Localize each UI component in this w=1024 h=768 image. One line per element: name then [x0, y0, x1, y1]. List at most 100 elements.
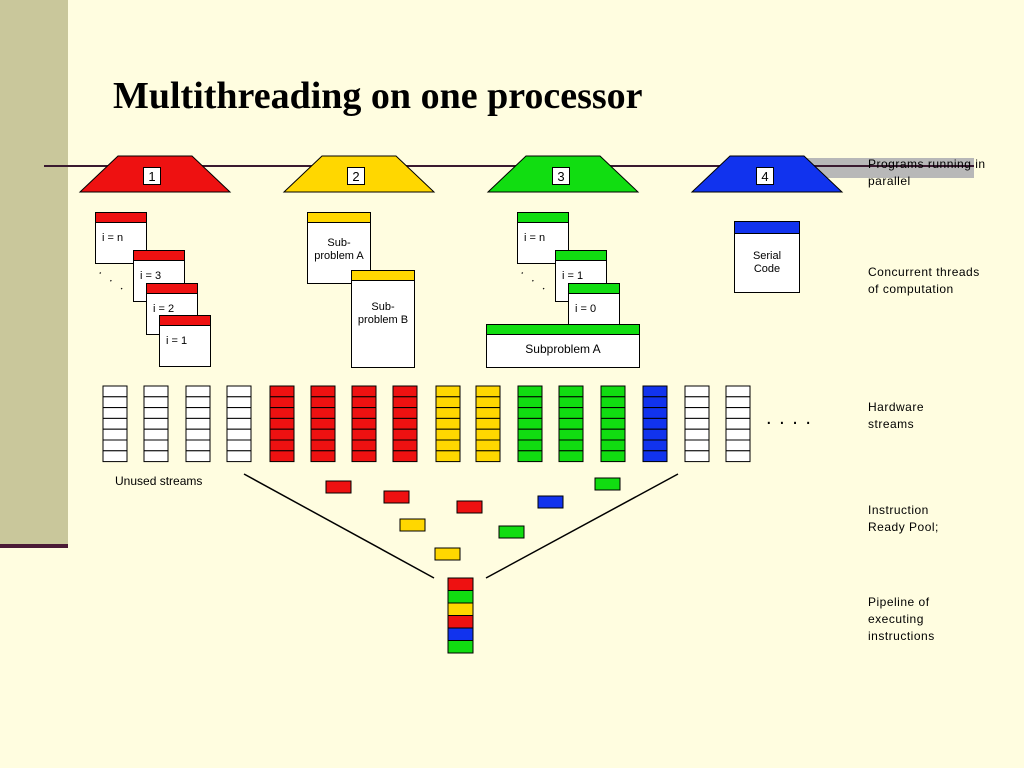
stream-slot — [725, 385, 751, 398]
stream-slot — [102, 385, 128, 398]
stream-slot — [310, 417, 336, 430]
stream-slot — [226, 428, 252, 441]
program-3-number: 3 — [552, 167, 570, 185]
stream-slot — [392, 439, 418, 452]
stream-slot — [517, 407, 543, 419]
stream-slot — [684, 428, 710, 441]
stream-slot — [143, 439, 169, 452]
hardware-stream — [517, 385, 543, 463]
stream-slot — [475, 417, 501, 430]
pipeline-instruction — [447, 615, 474, 629]
stream-slot — [269, 385, 295, 398]
stream-slot — [269, 450, 295, 463]
stream-slot — [269, 428, 295, 441]
stream-slot — [725, 450, 751, 463]
hardware-stream — [310, 385, 336, 463]
stream-slot — [269, 439, 295, 452]
stream-slot — [517, 439, 543, 452]
stream-slot — [226, 385, 252, 398]
stream-slot — [600, 450, 626, 463]
stream-slot — [642, 450, 668, 463]
p4-serial-code-label: Serial Code — [752, 250, 782, 275]
stream-slot — [435, 417, 461, 430]
stream-slot — [310, 439, 336, 452]
hardware-streams-label: Hardware streams — [868, 400, 925, 431]
stream-slot — [310, 385, 336, 398]
stream-slot — [185, 428, 211, 441]
stream-slot — [475, 450, 501, 463]
hardware-stream — [226, 385, 252, 463]
stream-slot — [185, 450, 211, 463]
hardware-stream — [475, 385, 501, 463]
ready-instruction — [399, 518, 426, 532]
stream-slot — [310, 450, 336, 463]
stream-slot — [642, 417, 668, 430]
stream-slot — [310, 396, 336, 409]
streams-ellipsis: . . . . — [766, 407, 812, 429]
p3-thread-card: i = 0 — [568, 283, 620, 325]
header-rule — [44, 165, 974, 167]
stream-slot — [226, 417, 252, 430]
p1-thread-label: i = n — [102, 232, 124, 244]
stream-slot — [185, 396, 211, 409]
ready-instruction — [434, 547, 461, 561]
stream-slot — [517, 417, 543, 430]
stream-slot — [102, 450, 128, 463]
hardware-stream — [269, 385, 295, 463]
stream-slot — [600, 407, 626, 419]
stream-slot — [435, 450, 461, 463]
p2-subproblem-b-card: Sub-problem B — [351, 270, 415, 368]
pipeline-stack — [447, 577, 474, 654]
stream-slot — [435, 385, 461, 398]
stream-slot — [475, 439, 501, 452]
header-gray-band — [798, 158, 974, 178]
ready-instruction — [325, 480, 352, 494]
stream-slot — [351, 428, 377, 441]
stream-slot — [517, 385, 543, 398]
p3-subproblem-a-label: Subproblem A — [525, 342, 601, 356]
hardware-stream — [351, 385, 377, 463]
stream-slot — [475, 428, 501, 441]
stream-slot — [725, 407, 751, 419]
stream-slot — [269, 396, 295, 409]
stream-slot — [392, 417, 418, 430]
stream-slot — [684, 385, 710, 398]
threads-label: Concurrent threads of computation — [868, 265, 980, 296]
stream-slot — [185, 385, 211, 398]
stream-slot — [143, 417, 169, 430]
unused-streams-label: Unused streams — [115, 474, 203, 488]
stream-slot — [642, 385, 668, 398]
ready-instruction — [498, 525, 525, 539]
stream-slot — [226, 396, 252, 409]
stream-slot — [642, 439, 668, 452]
stream-slot — [392, 428, 418, 441]
stream-slot — [102, 396, 128, 409]
stream-slot — [392, 450, 418, 463]
stream-slot — [351, 417, 377, 430]
stream-slot — [310, 428, 336, 441]
stream-slot — [269, 417, 295, 430]
stream-slot — [642, 428, 668, 441]
stream-slot — [725, 417, 751, 430]
pipeline-instruction — [447, 627, 474, 641]
stream-slot — [102, 417, 128, 430]
p1-thread-label: i = 2 — [153, 303, 175, 315]
stream-slot — [684, 396, 710, 409]
p1-thread-card: i = n — [95, 212, 147, 264]
stream-slot — [435, 439, 461, 452]
p3-thread-label: i = 0 — [575, 303, 597, 315]
stream-slot — [725, 396, 751, 409]
stream-slot — [392, 385, 418, 398]
ready-instruction — [594, 477, 621, 491]
stream-slot — [684, 439, 710, 452]
stream-slot — [725, 439, 751, 452]
stream-slot — [226, 450, 252, 463]
stream-slot — [475, 396, 501, 409]
stream-slot — [600, 417, 626, 430]
stream-slot — [517, 396, 543, 409]
stream-slot — [475, 407, 501, 419]
stream-slot — [684, 407, 710, 419]
stream-slot — [185, 439, 211, 452]
p1-thread-label: i = 1 — [166, 335, 188, 347]
